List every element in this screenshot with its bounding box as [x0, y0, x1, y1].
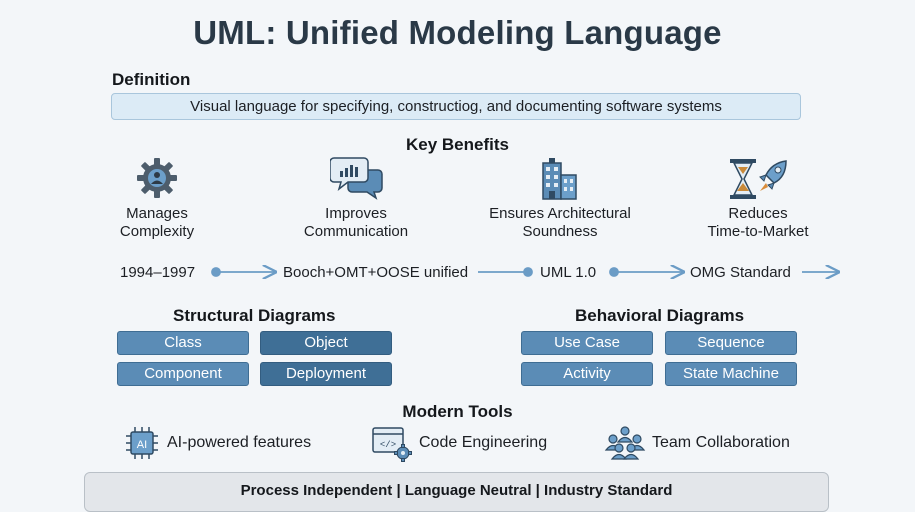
page-title: UML: Unified Modeling Language — [193, 14, 722, 51]
benefit-architectural-soundness: Ensures Architectural Soundness — [489, 205, 631, 240]
footer-banner: Process Independent | Language Neutral |… — [84, 472, 829, 512]
diagram-deployment[interactable]: Deployment — [260, 362, 392, 386]
diagram-class[interactable]: Class — [117, 331, 249, 355]
behavioral-heading: Behavioral Diagrams — [575, 306, 745, 325]
timeline-item-omg-standard: OMG Standard — [690, 264, 791, 281]
timeline-item-unification: Booch+OMT+OOSE unified — [283, 264, 469, 281]
timeline-dot — [523, 267, 533, 277]
definition-box: Visual language for specifying, construc… — [111, 93, 801, 120]
diagram-object[interactable]: Object — [260, 331, 392, 355]
code-gear-icon: </> — [372, 427, 412, 462]
tool-ai-powered: AI-powered features — [167, 434, 312, 451]
timeline-item-uml-1: UML 1.0 — [540, 264, 597, 281]
diagram-component[interactable]: Component — [117, 362, 249, 386]
definition-text: Visual language for specifying, construc… — [190, 98, 722, 115]
team-icon — [604, 426, 646, 460]
tool-team-collaboration: Team Collaboration — [652, 434, 790, 451]
tools-heading: Modern Tools — [402, 402, 513, 421]
svg-text:AI: AI — [137, 439, 147, 451]
chat-bubbles-icon — [330, 157, 383, 200]
benefit-manages-complexity: Manages Complexity — [119, 205, 195, 240]
building-icon — [542, 158, 577, 200]
structural-heading: Structural Diagrams — [173, 306, 336, 325]
definition-label: Definition — [112, 70, 191, 89]
ai-chip-icon: AI — [126, 427, 158, 459]
diagram-activity[interactable]: Activity — [521, 362, 653, 386]
diagram-state-machine[interactable]: State Machine — [665, 362, 797, 386]
footer-text: Process Independent | Language Neutral |… — [240, 482, 673, 499]
timeline-item-1994-1997: 1994–1997 — [120, 264, 196, 281]
timeline-connectors — [211, 260, 915, 284]
diagram-sequence[interactable]: Sequence — [665, 331, 797, 355]
timeline-dot — [211, 267, 221, 277]
hourglass-rocket-icon — [730, 159, 787, 199]
timeline-dot — [609, 267, 619, 277]
svg-text:</>: </> — [380, 440, 396, 450]
gear-user-icon — [137, 158, 177, 198]
benefit-reduces-time-to-market: Reduces Time-to-Market — [707, 205, 809, 240]
diagram-use-case[interactable]: Use Case — [521, 331, 653, 355]
benefits-heading: Key Benefits — [406, 135, 509, 154]
benefit-improves-communication: Improves Communication — [303, 205, 409, 240]
tool-code-engineering: Code Engineering — [419, 434, 548, 451]
